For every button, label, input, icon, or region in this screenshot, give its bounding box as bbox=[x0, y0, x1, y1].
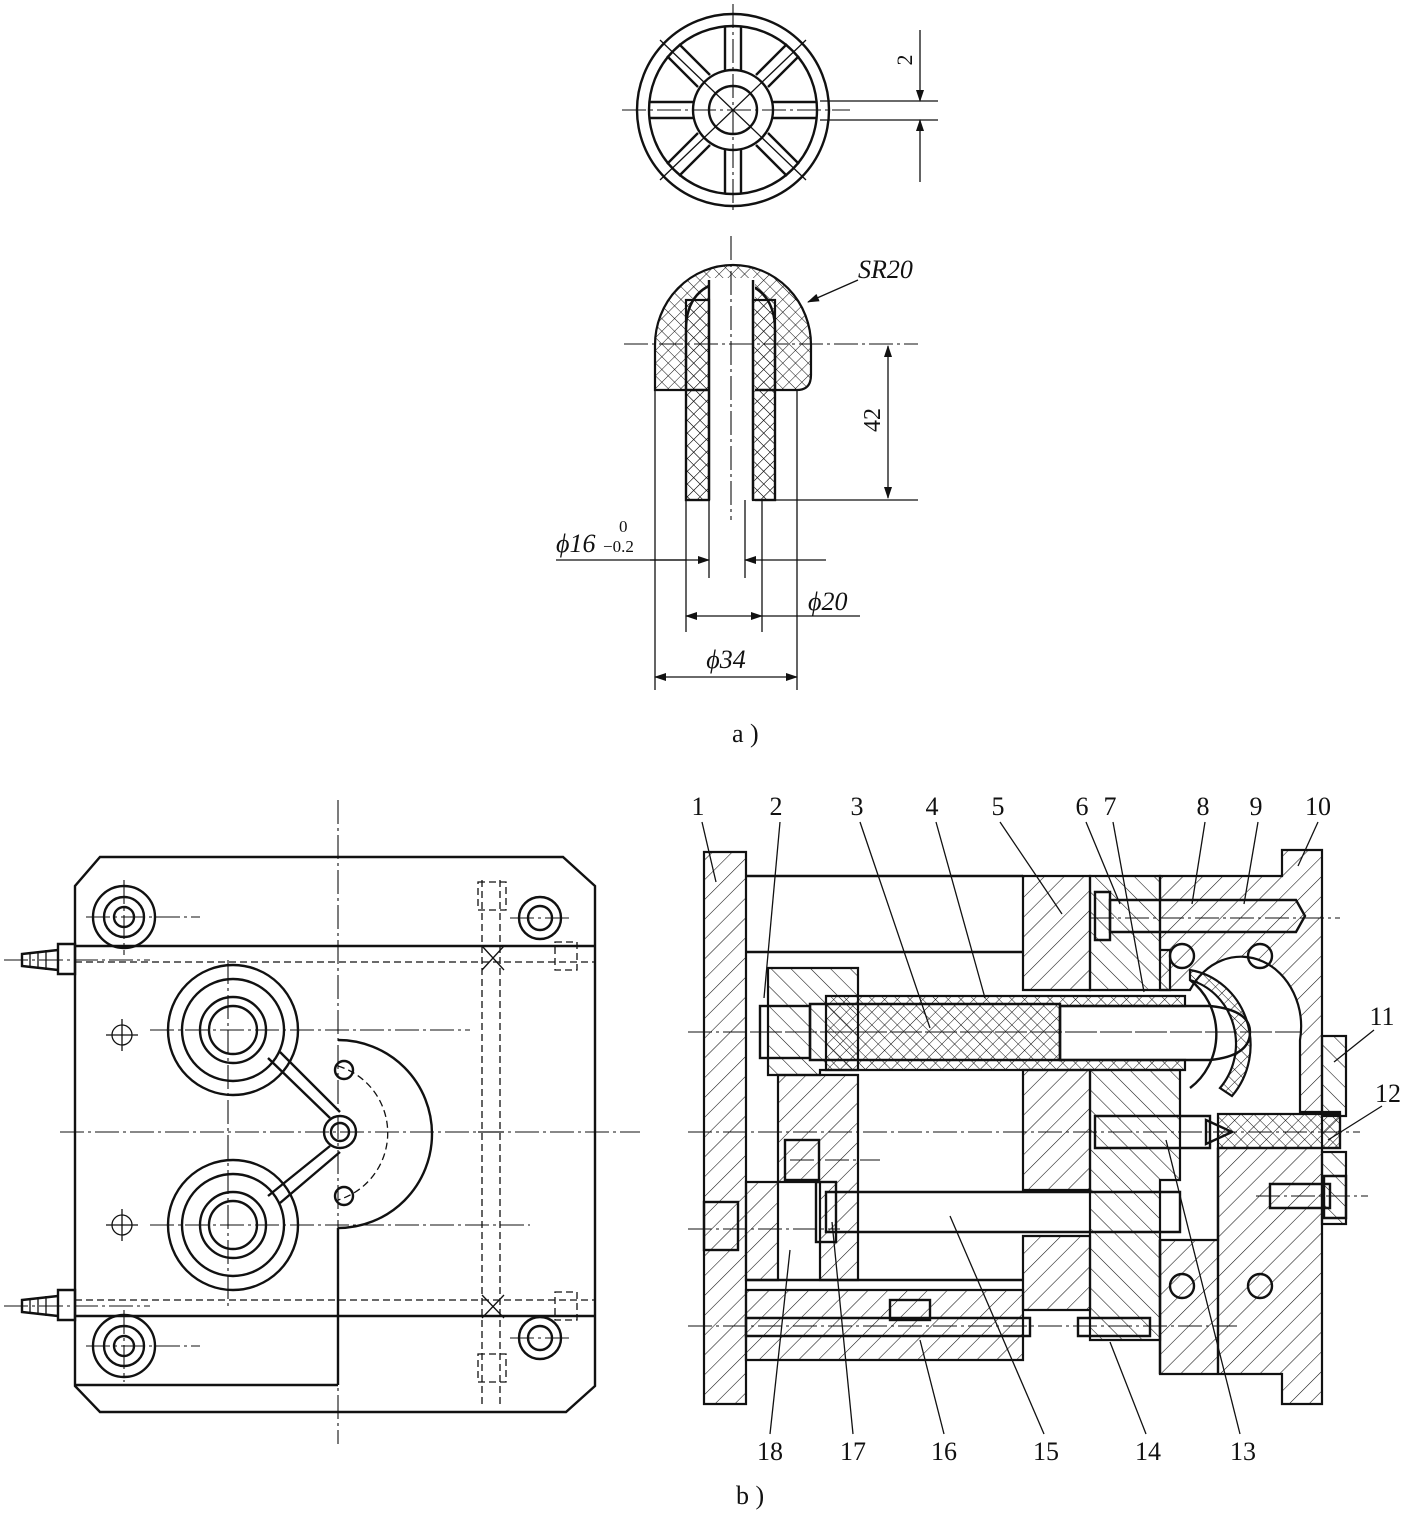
part-number-7: 7 bbox=[1104, 792, 1117, 821]
rib-dimension: 2 bbox=[892, 55, 917, 66]
cavity-cores bbox=[150, 963, 530, 1292]
hole-dimension: ϕ16 bbox=[556, 529, 595, 558]
part-number-9: 9 bbox=[1250, 792, 1263, 821]
hole-tolerance-upper: 0 bbox=[619, 517, 628, 536]
part-section-view: SR20 42 ϕ16 0 −0.2 ϕ20 ϕ34 bbox=[556, 236, 918, 690]
part-number-12: 12 bbox=[1375, 1079, 1401, 1108]
rib-lines bbox=[650, 26, 816, 194]
caption-b: b ) bbox=[736, 1481, 764, 1510]
part-number-18: 18 bbox=[757, 1437, 783, 1466]
mold-plan-view bbox=[4, 800, 640, 1444]
part-number-16: 16 bbox=[931, 1437, 957, 1466]
bolt-holes bbox=[86, 880, 570, 1382]
part-number-11: 11 bbox=[1369, 1002, 1394, 1031]
part-number-5: 5 bbox=[992, 792, 1005, 821]
part-number-8: 8 bbox=[1197, 792, 1210, 821]
caption-a: a ) bbox=[732, 719, 759, 748]
height-dimension: 42 bbox=[860, 408, 886, 432]
part-top-view: 2 bbox=[622, 4, 938, 212]
hole-tolerance-lower: −0.2 bbox=[603, 537, 634, 556]
part-number-3: 3 bbox=[851, 792, 864, 821]
part-number-1: 1 bbox=[692, 792, 705, 821]
part-number-14: 14 bbox=[1135, 1437, 1161, 1466]
cooling-fittings bbox=[4, 942, 150, 1322]
mold-section-view bbox=[688, 848, 1368, 1406]
runner-system bbox=[267, 1038, 434, 1230]
clamp-plate bbox=[702, 850, 748, 1406]
sphere-radius-dimension: SR20 bbox=[858, 255, 913, 284]
part-number-15: 15 bbox=[1033, 1437, 1059, 1466]
part-number-17: 17 bbox=[840, 1437, 866, 1466]
part-number-6: 6 bbox=[1076, 792, 1089, 821]
part-number-4: 4 bbox=[926, 792, 939, 821]
inner-diameter-dimension: ϕ20 bbox=[808, 587, 847, 616]
part-number-labels: 1 2 3 4 5 6 7 8 9 10 11 12 18 17 16 15 1… bbox=[692, 792, 1402, 1466]
part-number-10: 10 bbox=[1305, 792, 1331, 821]
leader-lines bbox=[701, 821, 1383, 1435]
part-number-13: 13 bbox=[1230, 1437, 1256, 1466]
outer-diameter-dimension: ϕ34 bbox=[706, 645, 745, 674]
part-number-2: 2 bbox=[770, 792, 783, 821]
